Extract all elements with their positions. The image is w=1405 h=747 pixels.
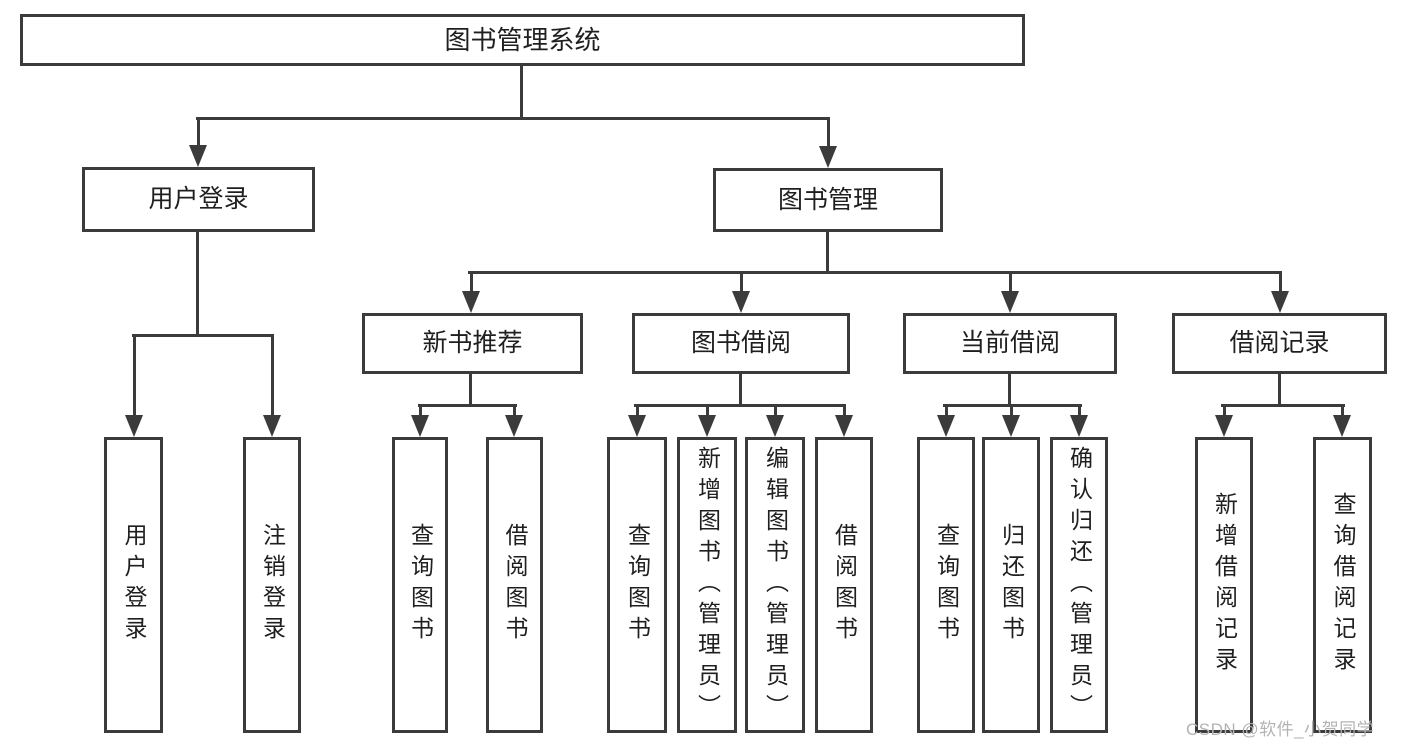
connector-new-book-rail	[418, 404, 517, 407]
arrow-down-icon	[628, 404, 646, 437]
leaf-query-books: 查询图书	[607, 437, 667, 733]
leaf-logout: 注销登录	[243, 437, 301, 733]
arrow-down-icon	[125, 334, 143, 437]
arrow-down-icon	[462, 271, 480, 313]
connector-current-borrow-stem	[1008, 374, 1011, 405]
node-library-management-system: 图书管理系统	[20, 14, 1025, 66]
leaf-query-books: 查询图书	[392, 437, 448, 733]
connector-user-login-rail	[132, 334, 274, 337]
leaf-confirm-return-admin: 确认归还（管理员）	[1050, 437, 1108, 733]
arrow-down-icon	[1215, 404, 1233, 437]
watermark: CSDN @软件_小贺同学	[1186, 720, 1375, 739]
node-book-management: 图书管理	[713, 168, 943, 232]
arrow-down-icon	[835, 404, 853, 437]
arrow-down-icon	[189, 117, 207, 167]
leaf-borrow-books: 借阅图书	[486, 437, 543, 733]
arrow-down-icon	[1002, 404, 1020, 437]
leaf-borrow-books: 借阅图书	[815, 437, 873, 733]
node-new-book-recommend: 新书推荐	[362, 313, 583, 374]
connector-book-borrow-stem	[739, 374, 742, 405]
node-book-borrowing: 图书借阅	[632, 313, 850, 374]
leaf-return-books: 归还图书	[982, 437, 1040, 733]
node-current-borrowing: 当前借阅	[903, 313, 1117, 374]
connector-book-borrow-rail	[634, 404, 846, 407]
arrow-down-icon	[411, 404, 429, 437]
leaf-edit-book-admin: 编辑图书（管理员）	[745, 437, 805, 733]
connector-book-mgmt-stem	[826, 232, 829, 273]
connector-current-borrow-rail	[943, 404, 1082, 407]
arrow-down-icon	[937, 404, 955, 437]
node-borrowing-records: 借阅记录	[1172, 313, 1387, 374]
leaf-add-borrow-record: 新增借阅记录	[1195, 437, 1253, 733]
leaf-user-login: 用户登录	[104, 437, 163, 733]
arrow-down-icon	[698, 404, 716, 437]
arrow-down-icon	[1271, 271, 1289, 313]
connector-book-mgmt-rail	[468, 271, 1282, 274]
arrow-down-icon	[1001, 271, 1019, 313]
arrow-down-icon	[819, 117, 837, 168]
arrow-down-icon	[766, 404, 784, 437]
connector-records-stem	[1278, 374, 1281, 405]
connector-user-login-stem	[196, 232, 199, 335]
node-user-login-branch: 用户登录	[82, 167, 315, 232]
arrow-down-icon	[732, 271, 750, 313]
connector-root-stem	[520, 66, 523, 118]
arrow-down-icon	[263, 334, 281, 437]
connector-root-rail	[196, 117, 830, 120]
leaf-add-book-admin: 新增图书（管理员）	[677, 437, 737, 733]
leaf-query-borrow-record: 查询借阅记录	[1313, 437, 1372, 733]
leaf-query-books: 查询图书	[917, 437, 975, 733]
connector-records-rail	[1221, 404, 1345, 407]
arrow-down-icon	[1333, 404, 1351, 437]
connector-new-book-stem	[469, 374, 472, 405]
arrow-down-icon	[1070, 404, 1088, 437]
arrow-down-icon	[505, 404, 523, 437]
